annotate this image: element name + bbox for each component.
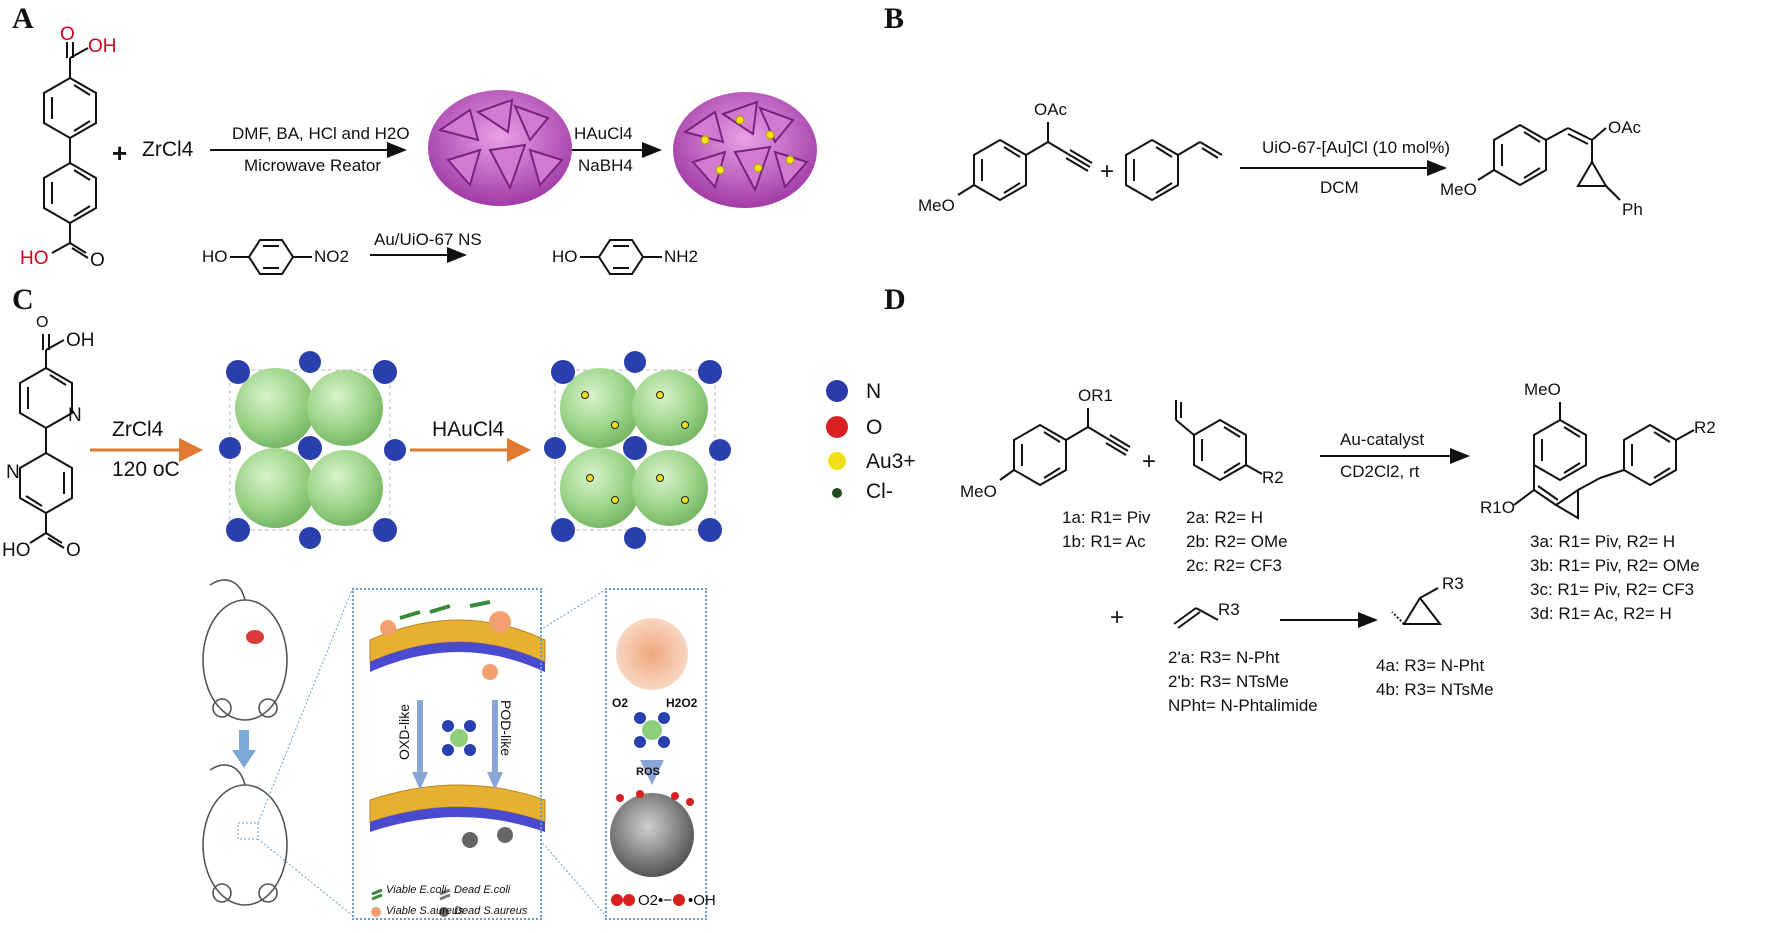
membrane-zoom-box: [352, 588, 542, 920]
legend-label-cl: Cl-: [866, 480, 893, 503]
product-3c: 3c: R1= Piv, R2= CF3: [1530, 580, 1695, 599]
plus-a: +: [112, 138, 128, 168]
dead-bacterium-sem: [610, 793, 694, 877]
substrate-2pa: 2'a: R3= N-Pht: [1168, 648, 1280, 667]
reducing-agent: NaBH4: [578, 156, 633, 175]
key-superoxide: O2•−: [638, 892, 673, 909]
cooh-o-bottom: O: [90, 250, 105, 271]
legend-swatch-cl: [832, 488, 842, 498]
au-uio-67-bpy-framework: [544, 351, 731, 549]
legend-swatch-o: [826, 416, 848, 438]
product-ph: Ph: [1622, 200, 1643, 219]
product3-r1o: R1O: [1480, 498, 1515, 517]
substrate-1b: 1b: R1= Ac: [1062, 532, 1146, 551]
mouse-infected-illustration: [202, 579, 288, 721]
uio-67-bpy-framework: [219, 351, 406, 549]
cyclopropane-r3: R3: [1442, 574, 1464, 593]
bacteria-membrane-after: [369, 784, 546, 848]
gold-loading-reagent: HAuCl4: [574, 124, 633, 143]
panel-label-b: B: [884, 2, 905, 35]
cooh-o-top: O: [60, 24, 75, 45]
product3-r2: R2: [1694, 418, 1716, 437]
key-dead-ecoli: Dead E.coli: [454, 884, 511, 896]
product-4b: 4b: R3= NTsMe: [1376, 680, 1494, 699]
mof-nanosheet-image: [428, 90, 572, 206]
product-3d: 3d: R1= Ac, R2= H: [1530, 604, 1672, 623]
cooh-ho-bottom: HO: [20, 248, 49, 269]
synthesis-conditions: DMF, BA, HCl and H2O: [232, 124, 410, 143]
step1-zrcl4: ZrCl4: [112, 418, 164, 441]
ros-label: ROS: [636, 766, 660, 778]
bacteria-membrane-before: [369, 600, 546, 680]
bpy-o-top: O: [36, 314, 49, 331]
bpy-o-bottom: O: [66, 540, 81, 561]
legend-swatch-au: [828, 452, 846, 470]
product-oac: OAc: [1608, 118, 1642, 137]
step2-haucl4: HAuCl4: [432, 418, 505, 441]
oxd-like-label: OXD-like: [396, 703, 412, 760]
mouse-treated-illustration: [202, 764, 288, 906]
key-viable-ecoli: Viable E.coli: [386, 884, 447, 896]
product-4a: 4a: R3= N-Pht: [1376, 656, 1485, 675]
product-3a: 3a: R1= Piv, R2= H: [1530, 532, 1676, 551]
pod-like-label: POD-like: [498, 700, 514, 757]
product-3b: 3b: R1= Piv, R2= OMe: [1530, 556, 1700, 575]
substrate-1a: 1a: R1= Piv: [1062, 508, 1151, 527]
panel-label-a: A: [12, 2, 34, 35]
bpy-n1: N: [68, 405, 82, 426]
bpy-ho: HO: [2, 540, 31, 561]
reduction-catalyst: Au/UiO-67 NS: [374, 230, 482, 249]
legend-swatch-n: [826, 380, 848, 402]
propargyl-oac: OAc: [1034, 100, 1068, 119]
reactant1-meo: MeO: [960, 482, 997, 501]
aminophenol-ho: HO: [552, 247, 578, 266]
product3-meo: MeO: [1524, 380, 1561, 399]
substrate-2b: 2b: R2= OMe: [1186, 532, 1288, 551]
panel-label-d: D: [884, 283, 906, 316]
cooh-oh-top: OH: [88, 36, 117, 57]
product-meo: MeO: [1440, 180, 1477, 199]
h2o2-label: H2O2: [666, 696, 698, 710]
plus-d2: +: [1110, 604, 1125, 631]
catalyst-d: Au-catalyst: [1340, 430, 1425, 449]
legend-label-o: O: [866, 416, 883, 439]
panel-label-c: C: [12, 283, 34, 316]
propargyl-meo: MeO: [918, 196, 955, 215]
reactant1-or1: OR1: [1078, 386, 1113, 405]
bpy-oh: OH: [66, 330, 95, 351]
substrate-2pb: 2'b: R3= NTsMe: [1168, 672, 1289, 691]
key-hydroxyl: •OH: [688, 892, 716, 909]
solvent-d: CD2Cl2, rt: [1340, 462, 1420, 481]
solvent-b: DCM: [1320, 178, 1359, 197]
bpy-n2: N: [6, 462, 20, 483]
synthesis-method: Microwave Reator: [244, 156, 381, 175]
key-dead-saureus: Dead S.aureus: [454, 905, 528, 917]
orange-nanoparticle: [616, 618, 688, 690]
legend-label-n: N: [866, 380, 882, 403]
catalyst-b: UiO-67-[Au]Cl (10 mol%): [1262, 138, 1450, 157]
key-viable-saureus: Viable S.aureus: [386, 905, 464, 917]
zrcl4-reagent: ZrCl4: [142, 138, 194, 161]
substrate-2c: 2c: R2= CF3: [1186, 556, 1282, 575]
alkene-r3: R3: [1218, 600, 1240, 619]
au-mof-nanosheet-image: [673, 92, 817, 208]
plus-b: +: [1100, 158, 1115, 185]
plus-d1: +: [1142, 448, 1157, 475]
particle-zoom-box: [605, 588, 707, 920]
substrate-2a: 2a: R2= H: [1186, 508, 1264, 527]
nitrophenol-ho: HO: [202, 247, 228, 266]
aminophenol-nh2: NH2: [664, 247, 699, 266]
npht-definition: NPht= N-Phtalimide: [1168, 696, 1318, 715]
legend-label-au: Au3+: [866, 450, 916, 473]
reactant2-r2: R2: [1262, 468, 1284, 487]
o2-label: O2: [612, 696, 629, 710]
nitrophenol-no2: NO2: [314, 247, 349, 266]
step1-temp: 120 oC: [112, 458, 180, 481]
